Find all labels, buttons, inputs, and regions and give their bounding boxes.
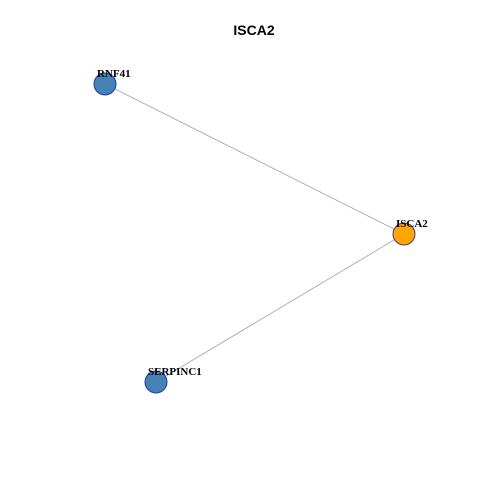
edge-rnf41-isca2 (104, 83, 405, 235)
edge-layer (104, 83, 405, 383)
node-serpinc1 (144, 370, 168, 394)
node-label-rnf41: RNF41 (97, 68, 131, 80)
node-label-isca2: ISCA2 (396, 218, 428, 230)
node-isca2 (392, 222, 416, 246)
node-label-serpinc1: SERPINC1 (148, 366, 202, 378)
graph-title: ISCA2 (233, 22, 274, 38)
node-rnf41 (93, 72, 117, 96)
edge-serpinc1-isca2 (155, 233, 405, 383)
